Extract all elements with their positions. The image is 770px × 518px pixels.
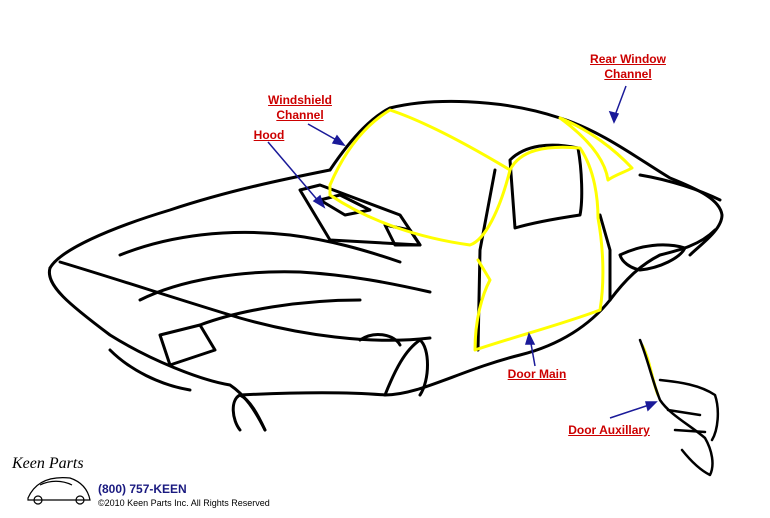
logo-car-sketch [27,477,91,505]
rear-window-label-line2: Channel [604,67,652,81]
door-main-highlight [473,145,605,352]
rear-window-channel-label: Rear Window Channel [586,52,670,82]
phone-number: (800) 757-KEEN [98,482,187,496]
windshield-channel-label: Windshield Channel [262,93,338,123]
hood-arrow [267,141,321,204]
rear-window-label-line1: Rear Window [590,52,666,66]
rear-window-channel-highlight [558,116,634,182]
door-auxiliary-part [638,338,720,477]
rear-window-arrow [613,85,627,119]
pointer-arrows [267,85,658,419]
door-main-label: Door Main [507,367,567,381]
door-auxiliary-arrow [609,403,653,419]
windshield-label-line2: Channel [276,108,324,122]
door-auxiliary-label: Door Auxillary [568,423,650,437]
keen-parts-logo: Keen Parts [12,455,84,472]
copyright-text: ©2010 Keen Parts Inc. All Rights Reserve… [98,498,270,508]
windshield-channel-highlight [328,108,512,247]
windshield-label-line1: Windshield [268,93,332,107]
hood-label: Hood [253,128,285,142]
car-body-outline [47,99,724,432]
